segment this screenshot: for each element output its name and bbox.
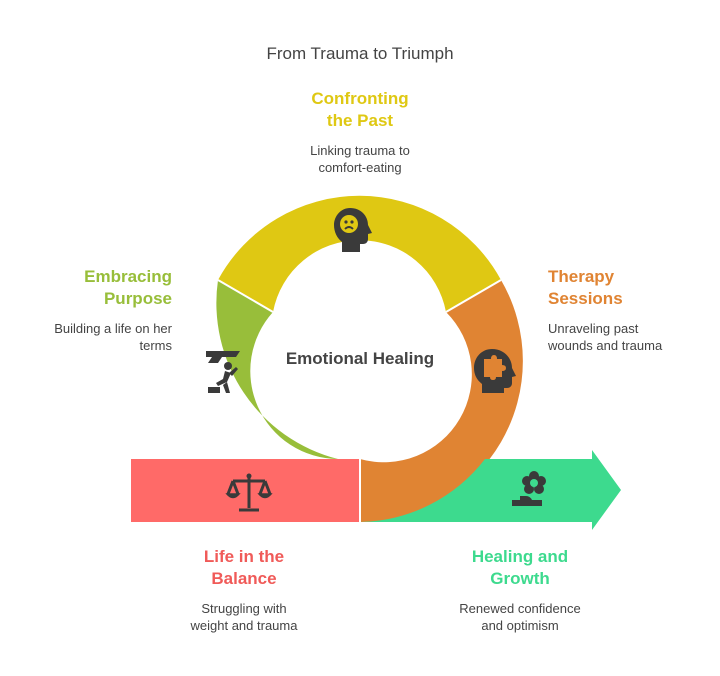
- climbing-person-icon: [206, 351, 240, 393]
- segment-therapy: [360, 280, 523, 523]
- stage-description-therapy: Unraveling past wounds and trauma: [548, 320, 708, 354]
- segment-purpose: [216, 280, 338, 459]
- description-line: wounds and trauma: [548, 338, 663, 353]
- stage-heading-healing: Healing and Growth: [420, 546, 620, 590]
- diagram-title: From Trauma to Triumph: [266, 44, 454, 63]
- heading-line: Sessions: [548, 289, 623, 308]
- heading-line: Purpose: [103, 289, 172, 308]
- stage-description-healing: Renewed confidence and optimism: [420, 600, 620, 634]
- heading-line: the Past: [326, 111, 394, 130]
- stage-description-confronting: Linking trauma to comfort-eating: [260, 142, 460, 176]
- heading-line: Life in the: [203, 547, 285, 566]
- description-line: Linking trauma to: [310, 143, 410, 158]
- stage-heading-purpose: Embracing Purpose: [12, 266, 172, 310]
- segment-separators: [217, 279, 502, 522]
- description-line: weight and trauma: [190, 618, 298, 633]
- description-line: comfort-eating: [318, 160, 402, 175]
- description-line: Unraveling past: [548, 321, 639, 336]
- stage-heading-therapy: Therapy Sessions: [548, 266, 708, 310]
- stage-heading-confronting: Confronting the Past: [260, 88, 460, 132]
- heading-line: Growth: [490, 569, 550, 588]
- heading-line: Therapy: [548, 267, 615, 286]
- heading-line: Balance: [211, 569, 277, 588]
- heading-line: Embracing: [84, 267, 172, 286]
- heading-line: Confronting: [311, 89, 409, 108]
- description-line: Struggling with: [201, 601, 287, 616]
- puzzle-head-icon: [474, 349, 516, 393]
- description-line: and optimism: [481, 618, 559, 633]
- segment-confronting: [218, 195, 501, 312]
- arrow-healing: [360, 450, 621, 530]
- flower-sprout-icon: [512, 471, 546, 506]
- center-label: Emotional Healing: [285, 349, 435, 368]
- worried-head-icon: [334, 208, 372, 252]
- stage-heading-balance: Life in the Balance: [144, 546, 344, 590]
- stage-description-balance: Struggling with weight and trauma: [144, 600, 344, 634]
- balance-scale-icon: [225, 473, 273, 512]
- description-line: Renewed confidence: [459, 601, 581, 616]
- description-line: Building a life on her: [54, 321, 172, 336]
- heading-line: Healing and: [471, 547, 569, 566]
- stage-description-purpose: Building a life on her terms: [12, 320, 172, 354]
- description-line: terms: [139, 338, 173, 353]
- bar-balance: [131, 459, 359, 522]
